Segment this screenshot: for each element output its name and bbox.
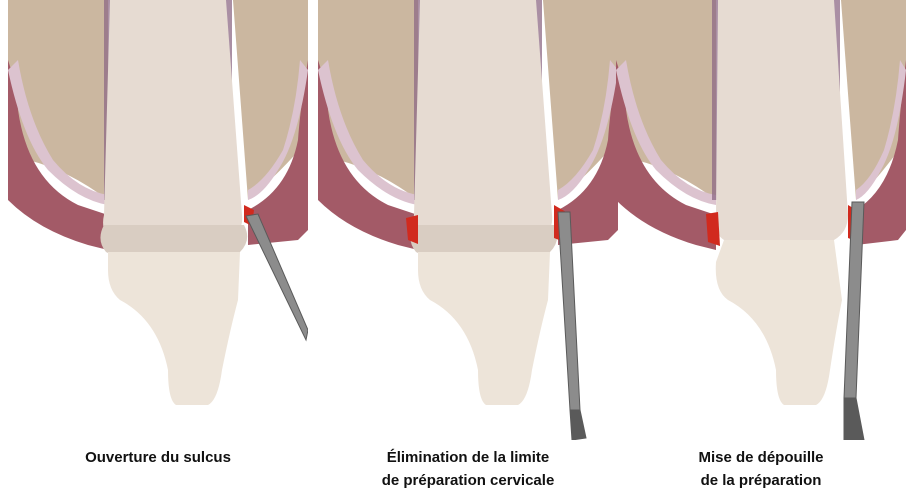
- tooth-illustration-1: [8, 0, 308, 440]
- instrument: [844, 202, 864, 398]
- tooth-root-tapered: [716, 240, 842, 405]
- caption-line: Mise de dépouille: [616, 446, 906, 469]
- caption-cervical-limit-removal: Élimination de la limite de préparation …: [318, 446, 618, 492]
- caption-preparation-taper: Mise de dépouille de la préparation: [616, 446, 906, 492]
- caption-line: de la préparation: [616, 469, 906, 492]
- tooth-crown: [103, 0, 242, 240]
- tooth-crown: [413, 0, 552, 240]
- tooth-crown: [715, 0, 848, 240]
- panel-preparation-taper: [616, 0, 906, 440]
- tooth-root: [418, 252, 550, 405]
- caption-line: Ouverture du sulcus: [8, 446, 308, 469]
- panel-sulcus-opening: [8, 0, 308, 440]
- caption-line: Élimination de la limite: [318, 446, 618, 469]
- instrument-tip: [570, 410, 586, 440]
- tooth-root: [108, 252, 240, 405]
- panel-cervical-limit-removal: [318, 0, 618, 440]
- bleeding-left: [706, 212, 720, 246]
- tooth-illustration-2: [318, 0, 618, 440]
- caption-line: de préparation cervicale: [318, 469, 618, 492]
- tooth-illustration-3: [616, 0, 906, 440]
- caption-sulcus-opening: Ouverture du sulcus: [8, 446, 308, 469]
- instrument-tip: [844, 398, 864, 440]
